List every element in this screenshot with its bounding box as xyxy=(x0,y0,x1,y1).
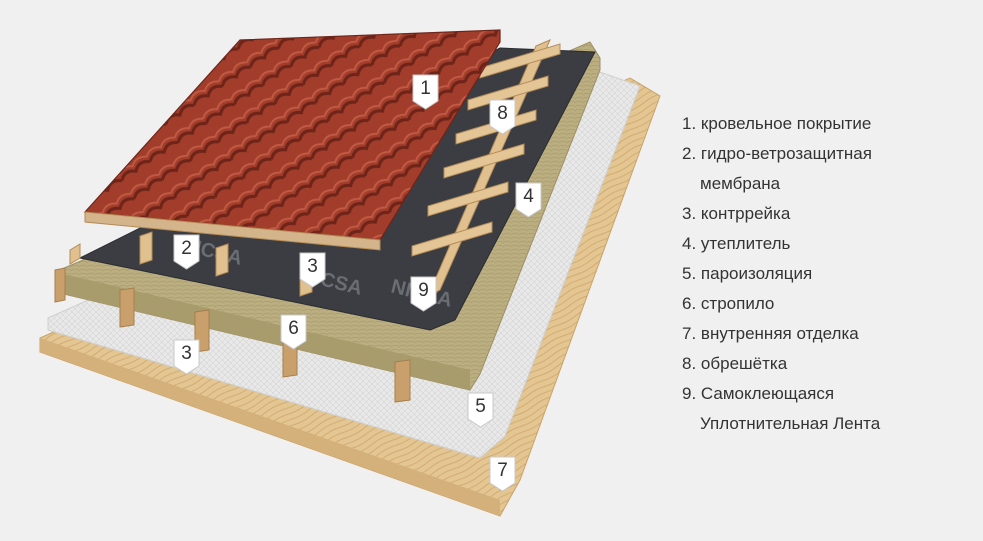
legend-label: гидро-ветрозащитная xyxy=(700,144,872,163)
legend-number: 5. xyxy=(682,264,697,283)
legend-label: кровельное покрытие xyxy=(700,114,872,133)
marker-3-top: 3 xyxy=(299,252,326,288)
legend-number: 1. xyxy=(682,114,697,133)
marker-number: 6 xyxy=(288,318,299,339)
legend-item-4: 4. утеплитель xyxy=(682,229,880,259)
legend-label: внутренняя отделка xyxy=(700,324,859,343)
legend-item-1: 1. кровельное покрытие xyxy=(682,109,880,139)
legend-number: 3. xyxy=(682,204,697,223)
marker-shape xyxy=(412,74,439,110)
roof-tiles-edge xyxy=(84,211,381,251)
marker-shape xyxy=(489,456,516,492)
marker-shape xyxy=(467,392,494,428)
marker-number: 8 xyxy=(497,103,508,124)
marker-8: 8 xyxy=(489,99,516,135)
legend-item-6: 6. стропило xyxy=(682,289,880,319)
legend-item-8: 8. обрешётка xyxy=(682,349,880,379)
legend-item-2: 2. гидро-ветрозащитная xyxy=(682,139,880,169)
legend-number: 9. xyxy=(682,384,697,403)
legend-label: пароизоляция xyxy=(700,264,813,283)
marker-shape xyxy=(515,182,542,218)
legend-item-9-continued: Уплотнительная Лента xyxy=(682,409,880,439)
legend-number: 2. xyxy=(682,144,697,163)
legend-item-9: 9. Самоклеющаяся xyxy=(682,379,880,409)
legend-item-3: 3. контррейка xyxy=(682,199,880,229)
marker-6: 6 xyxy=(280,314,307,350)
legend-label: стропило xyxy=(700,294,775,313)
legend-number: 7. xyxy=(682,324,697,343)
marker-4: 4 xyxy=(515,182,542,218)
marker-number: 3 xyxy=(307,256,318,277)
marker-number: 5 xyxy=(475,396,486,417)
marker-1: 1 xyxy=(412,74,439,110)
legend-item-7: 7. внутренняя отделка xyxy=(682,319,880,349)
marker-number: 7 xyxy=(497,460,508,481)
marker-shape xyxy=(280,314,307,350)
legend-number: 6. xyxy=(682,294,697,313)
marker-number: 9 xyxy=(418,280,429,301)
marker-number: 4 xyxy=(523,186,534,207)
marker-7: 7 xyxy=(489,456,516,492)
marker-shape xyxy=(173,339,200,375)
legend-item-5: 5. пароизоляция xyxy=(682,259,880,289)
marker-shape xyxy=(173,234,200,270)
marker-shape xyxy=(410,276,437,312)
marker-shape xyxy=(489,99,516,135)
legend-label: Уплотнительная Лента xyxy=(700,414,881,433)
marker-number: 3 xyxy=(181,343,192,364)
legend-item-2-continued: мембрана xyxy=(682,169,880,199)
legend-number: 8. xyxy=(682,354,697,373)
marker-9: 9 xyxy=(410,276,437,312)
layer-legend: 1. кровельное покрытие 2. гидро-ветрозащ… xyxy=(682,109,880,439)
marker-3-bottom: 3 xyxy=(173,339,200,375)
marker-2: 2 xyxy=(173,234,200,270)
marker-shape xyxy=(299,252,326,288)
legend-label: контррейка xyxy=(700,204,791,223)
legend-label: Самоклеющаяся xyxy=(700,384,835,403)
legend-label: мембрана xyxy=(700,174,781,193)
legend-label: обрешётка xyxy=(700,354,788,373)
legend-label: утеплитель xyxy=(700,234,791,253)
marker-number: 2 xyxy=(181,238,192,259)
insulation-front-face xyxy=(55,272,470,390)
marker-5: 5 xyxy=(467,392,494,428)
legend-number: 4. xyxy=(682,234,697,253)
inner-board-edge xyxy=(40,338,500,516)
marker-number: 1 xyxy=(420,78,431,99)
